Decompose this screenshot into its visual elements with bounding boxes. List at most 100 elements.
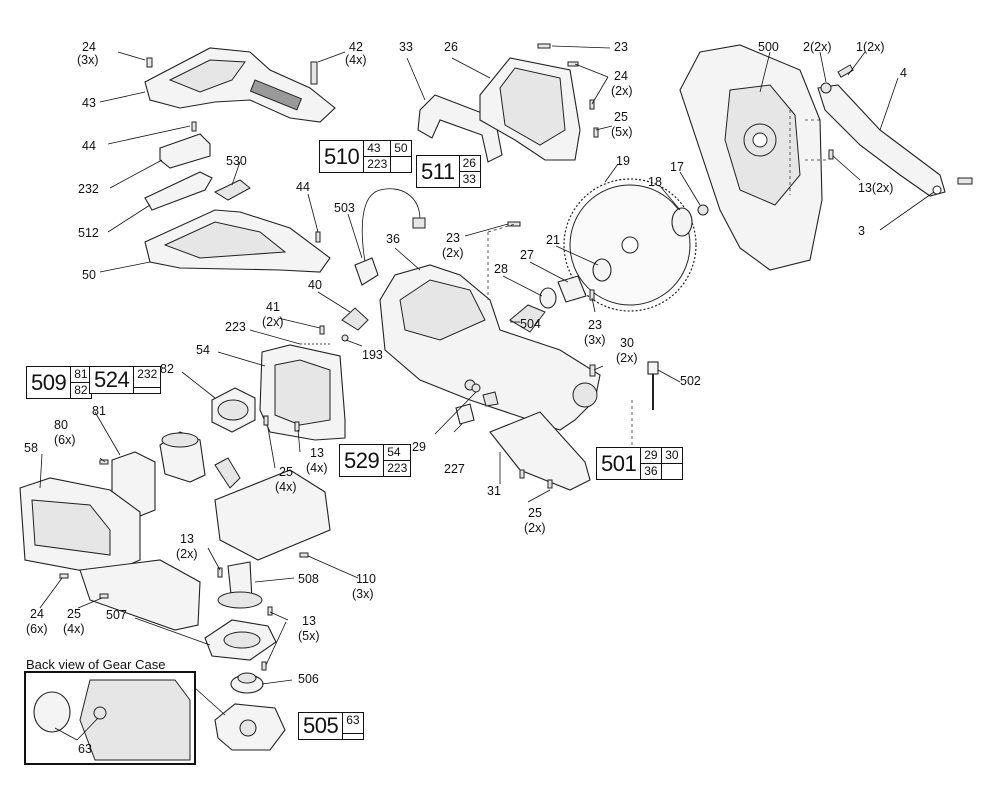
callout-21: 21 xyxy=(546,233,560,247)
part-58-tray xyxy=(79,559,201,631)
callout-81: 81 xyxy=(92,404,106,418)
callout-25b: 25 xyxy=(279,465,293,479)
callout-4: 4 xyxy=(900,66,907,80)
part-1-screw xyxy=(837,64,854,78)
kit-510-part xyxy=(391,157,411,172)
callout-13c-qty: (2x) xyxy=(176,547,198,561)
callout-28: 28 xyxy=(494,262,508,276)
part-232-switch xyxy=(159,133,211,169)
callout-504: 504 xyxy=(520,317,541,331)
callout-24: 24 xyxy=(82,40,96,54)
callout-23: 23 xyxy=(614,40,628,54)
kit-529-part: 223 xyxy=(387,461,408,475)
inset-title: Back view of Gear Case xyxy=(26,657,166,672)
callout-42-qty: (4x) xyxy=(345,53,367,67)
callout-25-qty: (5x) xyxy=(611,125,633,139)
callout-31: 31 xyxy=(487,484,501,498)
part-504-shaft xyxy=(509,304,546,333)
part-40-bracket xyxy=(341,307,369,331)
part-33-handle xyxy=(417,94,503,163)
callout-40: 40 xyxy=(308,278,322,292)
kit-529: 529 54 223 xyxy=(339,444,412,477)
screw-23c xyxy=(589,289,595,301)
callout-506: 506 xyxy=(298,672,319,686)
callout-82: 82 xyxy=(160,362,174,376)
part-28-bearing xyxy=(539,287,557,309)
callout-80-qty: (6x) xyxy=(54,433,76,447)
part-electronics-board xyxy=(214,469,331,561)
callout-19: 19 xyxy=(616,154,630,168)
kit-511-part: 26 xyxy=(459,156,480,172)
callout-24c: 24 xyxy=(30,607,44,621)
callout-30: 30 xyxy=(620,336,634,350)
callout-1: 1(2x) xyxy=(856,40,885,54)
part-31-rail xyxy=(489,411,591,491)
callout-24b-qty: (2x) xyxy=(611,84,633,98)
callout-41-qty: (2x) xyxy=(262,315,284,329)
screw-24 xyxy=(146,57,153,68)
kit-511-number: 511 xyxy=(417,156,460,187)
screw-23b xyxy=(507,221,521,227)
kit-511: 511 26 33 xyxy=(416,155,481,188)
callout-24b: 24 xyxy=(614,69,628,83)
screw-29 xyxy=(471,383,481,393)
callout-530: 530 xyxy=(226,154,247,168)
pin-42 xyxy=(310,61,318,85)
callout-80: 80 xyxy=(54,418,68,432)
callout-44b: 44 xyxy=(296,180,310,194)
screw-13b xyxy=(294,421,300,432)
kit-501-part: 36 xyxy=(641,464,663,479)
part-530-bracket xyxy=(213,179,251,201)
screw-25b xyxy=(263,415,269,426)
callout-507: 507 xyxy=(106,608,127,622)
screw-13a xyxy=(828,149,834,160)
kit-509: 509 81 82 xyxy=(26,366,93,399)
part-227-clip xyxy=(455,403,475,425)
callout-42: 42 xyxy=(349,40,363,54)
kit-529-number: 529 xyxy=(340,445,385,476)
kit-524: 524 232 xyxy=(89,366,162,394)
kit-509-part: 81 xyxy=(71,367,92,383)
kit-509-part: 82 xyxy=(74,383,88,397)
callout-54: 54 xyxy=(196,343,210,357)
kit-510-part: 43 xyxy=(364,141,392,157)
kit-524-part: 232 xyxy=(134,367,161,388)
part-27-plate xyxy=(557,275,587,303)
callout-3: 3 xyxy=(858,224,865,238)
kit-529-part: 54 xyxy=(384,445,411,461)
callout-502: 502 xyxy=(680,374,701,388)
callout-503: 503 xyxy=(334,201,355,215)
callout-23b: 23 xyxy=(446,231,460,245)
kit-510-part: 50 xyxy=(391,141,412,157)
callout-23c-qty: (3x) xyxy=(584,333,606,347)
kit-501: 501 29 30 36 xyxy=(596,447,684,480)
callout-63: 63 xyxy=(78,742,92,756)
kit-524-number: 524 xyxy=(90,367,135,393)
callout-2: 2(2x) xyxy=(803,40,832,54)
screw-44a xyxy=(191,121,197,132)
screw-13c xyxy=(217,567,223,578)
screw-44b xyxy=(315,231,321,243)
callout-25c-qty: (2x) xyxy=(524,521,546,535)
callout-17: 17 xyxy=(670,160,684,174)
callout-13-2x: 13(2x) xyxy=(858,181,894,195)
part-4-linkage xyxy=(817,84,946,197)
pin-30 xyxy=(589,364,596,377)
kit-511-part: 33 xyxy=(462,172,476,186)
callout-110-qty: (3x) xyxy=(352,587,374,601)
kit-510-number: 510 xyxy=(320,141,365,172)
screw-110 xyxy=(299,552,309,558)
kit-510-part: 223 xyxy=(364,157,392,172)
callout-25d: 25 xyxy=(67,607,81,621)
leader-lines xyxy=(39,45,935,741)
kit-501-part: 29 xyxy=(641,448,663,464)
part-512-lever xyxy=(144,171,213,211)
callout-24-qty: (3x) xyxy=(77,53,99,67)
callout-13d: 13 xyxy=(302,614,316,628)
callout-508: 508 xyxy=(298,572,319,586)
part-503-cable xyxy=(361,188,421,263)
screw-13d xyxy=(267,606,273,616)
callout-44: 44 xyxy=(82,139,96,153)
